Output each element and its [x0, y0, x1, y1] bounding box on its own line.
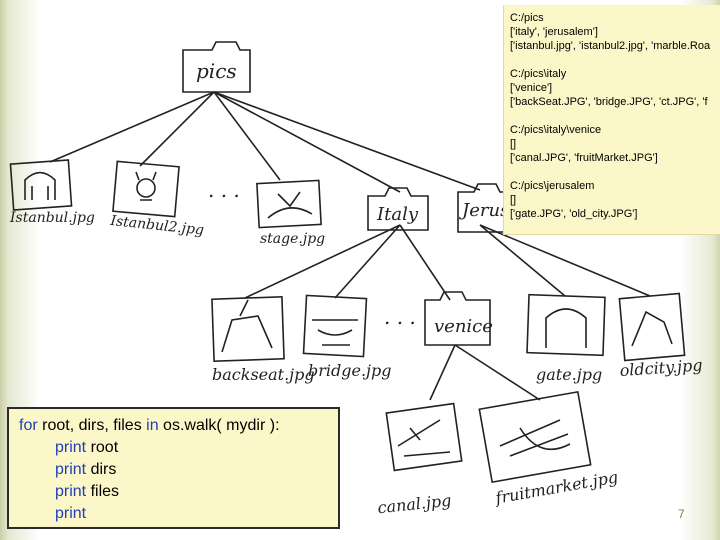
code-walk-call: os.walk( mydir ): [158, 417, 280, 434]
file-label-fruitmarket: fruitmarket.jpg [493, 467, 619, 507]
code-line-print-files: print files [19, 481, 338, 503]
output-entry-jerusalem: C:/pics\jerusalem [] ['gate.JPG', 'old_c… [510, 179, 720, 221]
istanbul-photo-icon [9, 159, 73, 211]
output-entry-pics: C:/pics ['italy', 'jerusalem'] ['istanbu… [510, 11, 720, 53]
output-files: ['canal.JPG', 'fruitMarket.JPG'] [510, 152, 658, 164]
code-print-arg: root [86, 439, 119, 456]
edge-pics-jerusalem [213, 91, 481, 191]
edge-pics-stage [213, 91, 281, 181]
code-print-arg: dirs [86, 461, 117, 478]
file-label-canal: canal.jpg [377, 491, 453, 518]
output-root: C:/pics\jerusalem [510, 180, 595, 192]
keyword-print: print [55, 505, 87, 522]
output-files: ['gate.JPG', 'old_city.JPG'] [510, 208, 638, 220]
output-dirs: ['italy', 'jerusalem'] [510, 26, 598, 38]
pics-folder-label: pics [196, 59, 237, 83]
output-root: C:/pics\italy\venice [510, 124, 602, 136]
file-label-backseat: backseat.jpg [212, 365, 315, 384]
code-snippet-panel: for root, dirs, files in os.walk( mydir … [7, 407, 340, 529]
edge-jerusalem-gate [479, 224, 566, 297]
keyword-for: for [19, 417, 38, 434]
slide-page-number: 7 [678, 507, 685, 521]
walk-output-panel: C:/pics ['italy', 'jerusalem'] ['istanbu… [503, 5, 720, 235]
output-files: ['istanbul.jpg', 'istanbul2.jpg', 'marbl… [510, 40, 711, 52]
bridge-photo-icon [302, 294, 368, 358]
venice-folder-label: venice [434, 316, 493, 337]
keyword-print: print [55, 461, 87, 478]
code-print-arg: files [86, 483, 120, 500]
code-line-for: for root, dirs, files in os.walk( mydir … [19, 415, 338, 437]
edge-pics-istanbul [49, 91, 215, 163]
output-entry-venice: C:/pics\italy\venice [] ['canal.JPG', 'f… [510, 123, 720, 165]
backseat-photo-icon [211, 295, 285, 363]
code-line-print-dirs: print dirs [19, 459, 338, 481]
edge-venice-canal [429, 344, 456, 401]
code-line-print-blank: print [19, 503, 338, 525]
edge-italy-backseat [244, 224, 401, 299]
fruitmarket-photo-icon [478, 390, 592, 484]
output-files: ['backSeat.JPG', 'bridge.JPG', 'ct.JPG',… [510, 96, 708, 108]
italy-folder-icon [367, 187, 429, 231]
edge-italy-bridge [334, 224, 401, 299]
code-loop-vars: root, dirs, files [37, 417, 147, 434]
file-label-istanbul: Istanbul.jpg [9, 210, 95, 226]
file-label-stage: stage.jpg [260, 231, 325, 247]
file-label-gate: gate.jpg [536, 365, 602, 384]
file-label-oldcity: oldcity.jpg [619, 355, 703, 380]
ellipsis-top: . . . [208, 178, 240, 202]
edge-pics-istanbul2 [139, 91, 215, 167]
output-root: C:/pics [510, 12, 544, 24]
keyword-in: in [146, 417, 159, 434]
italy-folder-label: Italy [376, 204, 419, 225]
gate-photo-icon [526, 293, 606, 357]
file-label-istanbul2: Istanbul2.jpg [109, 213, 205, 239]
code-line-print-root: print root [19, 437, 338, 459]
edge-italy-venice [399, 224, 451, 301]
oldcity-photo-icon [618, 292, 686, 362]
pics-folder-icon [182, 41, 251, 93]
output-dirs: [] [510, 194, 517, 206]
ellipsis-middle: . . . [384, 305, 416, 329]
keyword-print: print [55, 439, 87, 456]
edge-jerusalem-oldcity [479, 224, 651, 297]
edge-venice-fruitmarket [454, 344, 541, 401]
canal-photo-icon [385, 402, 463, 472]
output-dirs: [] [510, 138, 517, 150]
file-label-bridge: bridge.jpg [308, 361, 392, 380]
stage-photo-icon [256, 179, 322, 229]
output-dirs: ['venice'] [510, 82, 553, 94]
istanbul2-photo-icon [112, 160, 180, 218]
output-root: C:/pics\italy [510, 68, 567, 80]
venice-folder-icon [424, 291, 491, 346]
jerusalem-folder-icon [457, 183, 511, 233]
output-entry-italy: C:/pics\italy ['venice'] ['backSeat.JPG'… [510, 67, 720, 109]
edge-pics-italy [213, 91, 401, 193]
keyword-print: print [55, 483, 87, 500]
